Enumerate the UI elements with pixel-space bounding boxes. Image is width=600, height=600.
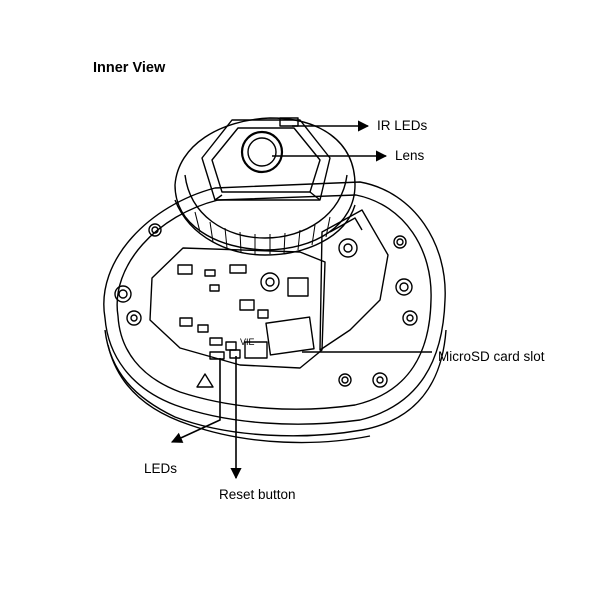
- leds-leader: [170, 358, 221, 443]
- alignment-triangle-mark: [196, 373, 214, 388]
- base-plate: [103, 181, 447, 444]
- ir-led-module: [279, 117, 299, 127]
- microsd-card-slot: [265, 316, 315, 356]
- ir-leds-label: IR LEDs: [377, 118, 428, 133]
- status-leds: [209, 351, 225, 360]
- circuit-board: [149, 247, 326, 369]
- camera-module: [174, 117, 356, 256]
- screw-holes: [114, 223, 418, 388]
- bracket: [319, 209, 389, 351]
- lens-label: Lens: [395, 148, 425, 163]
- diagram-title: Inner View: [93, 60, 166, 76]
- reset-button-label: Reset button: [219, 487, 296, 502]
- leds-label: LEDs: [144, 461, 178, 476]
- board-marking: VIE: [240, 337, 255, 347]
- lens: [240, 130, 284, 174]
- microsd-card-slot-label: MicroSD card slot: [438, 349, 545, 364]
- reset-button: [229, 349, 241, 359]
